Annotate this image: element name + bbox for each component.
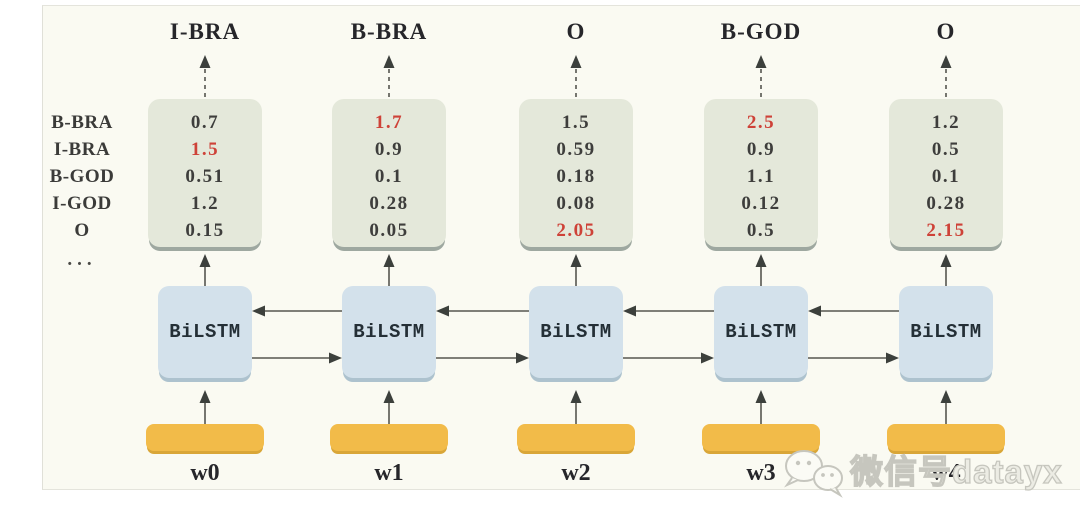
bilstm-node: BiLSTM (899, 286, 993, 378)
bilstm-label: BiLSTM (725, 321, 797, 343)
word-embedding-box (146, 424, 264, 451)
score-value: 0.1 (374, 166, 404, 187)
column-w1: B-BRA 1.7 0.9 0.1 0.28 0.05 BiLSTM w1 (330, 18, 448, 510)
score-box: 1.7 0.9 0.1 0.28 0.05 (332, 99, 446, 247)
predicted-tag: B-GOD (720, 19, 802, 44)
word-embedding-box (330, 424, 448, 451)
tag-label: I-GOD (52, 193, 112, 214)
score-value: 0.1 (931, 166, 961, 187)
tag-axis-ellipsis: ... (67, 249, 97, 270)
score-value: 0.05 (369, 220, 409, 241)
score-value: 0.59 (556, 139, 596, 160)
score-value: 2.05 (556, 220, 596, 241)
score-box: 0.7 1.5 0.51 1.2 0.15 (148, 99, 262, 247)
bilstm-node: BiLSTM (714, 286, 808, 378)
score-value: 1.1 (746, 166, 776, 187)
score-box: 1.2 0.5 0.1 0.28 2.15 (889, 99, 1003, 247)
predicted-tag: I-BRA (169, 19, 241, 44)
score-value: 0.5 (746, 220, 776, 241)
word-label: w4 (931, 460, 961, 486)
score-value: 0.15 (185, 220, 225, 241)
score-value: 2.15 (926, 220, 966, 241)
bilstm-label: BiLSTM (169, 321, 241, 343)
score-value: 1.5 (561, 112, 591, 133)
diagram-background-panel (42, 5, 1080, 490)
word-label: w3 (746, 460, 776, 486)
column-w2: O 1.5 0.59 0.18 0.08 2.05 BiLSTM w2 (517, 18, 635, 510)
score-value: 0.28 (369, 193, 409, 214)
predicted-tag: O (566, 19, 586, 44)
word-embedding-box (887, 424, 1005, 451)
score-value: 0.5 (931, 139, 961, 160)
tag-label: O (74, 220, 90, 241)
watermark: 微信号datayx (778, 444, 1063, 500)
tag-label: B-BRA (51, 112, 113, 133)
column-w4: O 1.2 0.5 0.1 0.28 2.15 BiLSTM w4 (887, 18, 1005, 510)
predicted-tag: O (936, 19, 956, 44)
score-value: 0.9 (374, 139, 404, 160)
score-box: 1.5 0.59 0.18 0.08 2.05 (519, 99, 633, 247)
wechat-icon (784, 450, 843, 498)
watermark-text: 微信号datayx (849, 452, 1063, 490)
column-w3: B-GOD 2.5 0.9 1.1 0.12 0.5 BiLSTM w3 (702, 18, 820, 510)
bilstm-node: BiLSTM (158, 286, 252, 378)
score-value: 0.51 (185, 166, 225, 187)
score-value: 2.5 (746, 112, 776, 133)
score-value: 0.08 (556, 193, 596, 214)
word-label: w1 (374, 460, 404, 486)
bilstm-label: BiLSTM (910, 321, 982, 343)
bilstm-label: BiLSTM (540, 321, 612, 343)
score-value: 1.2 (190, 193, 220, 214)
word-label: w0 (190, 460, 220, 486)
tag-label: I-BRA (53, 139, 111, 160)
bilstm-label: BiLSTM (353, 321, 425, 343)
score-value: 0.7 (190, 112, 220, 133)
predicted-tag: B-BRA (350, 19, 428, 44)
bilstm-node: BiLSTM (529, 286, 623, 378)
word-label: w2 (561, 460, 591, 486)
tag-label: B-GOD (49, 166, 115, 187)
score-value: 1.5 (190, 139, 220, 160)
bilstm-node: BiLSTM (342, 286, 436, 378)
word-embedding-box (517, 424, 635, 451)
score-value: 0.9 (746, 139, 776, 160)
score-value: 0.18 (556, 166, 596, 187)
column-w0: I-BRA 0.7 1.5 0.51 1.2 0.15 BiLSTM w0 (146, 18, 264, 510)
score-value: 1.2 (931, 112, 961, 133)
word-embedding-box (702, 424, 820, 451)
score-value: 0.28 (926, 193, 966, 214)
score-box: 2.5 0.9 1.1 0.12 0.5 (704, 99, 818, 247)
tag-axis: B-BRA I-BRA B-GOD I-GOD O ... (28, 109, 136, 273)
score-value: 1.7 (374, 112, 404, 133)
score-value: 0.12 (741, 193, 781, 214)
